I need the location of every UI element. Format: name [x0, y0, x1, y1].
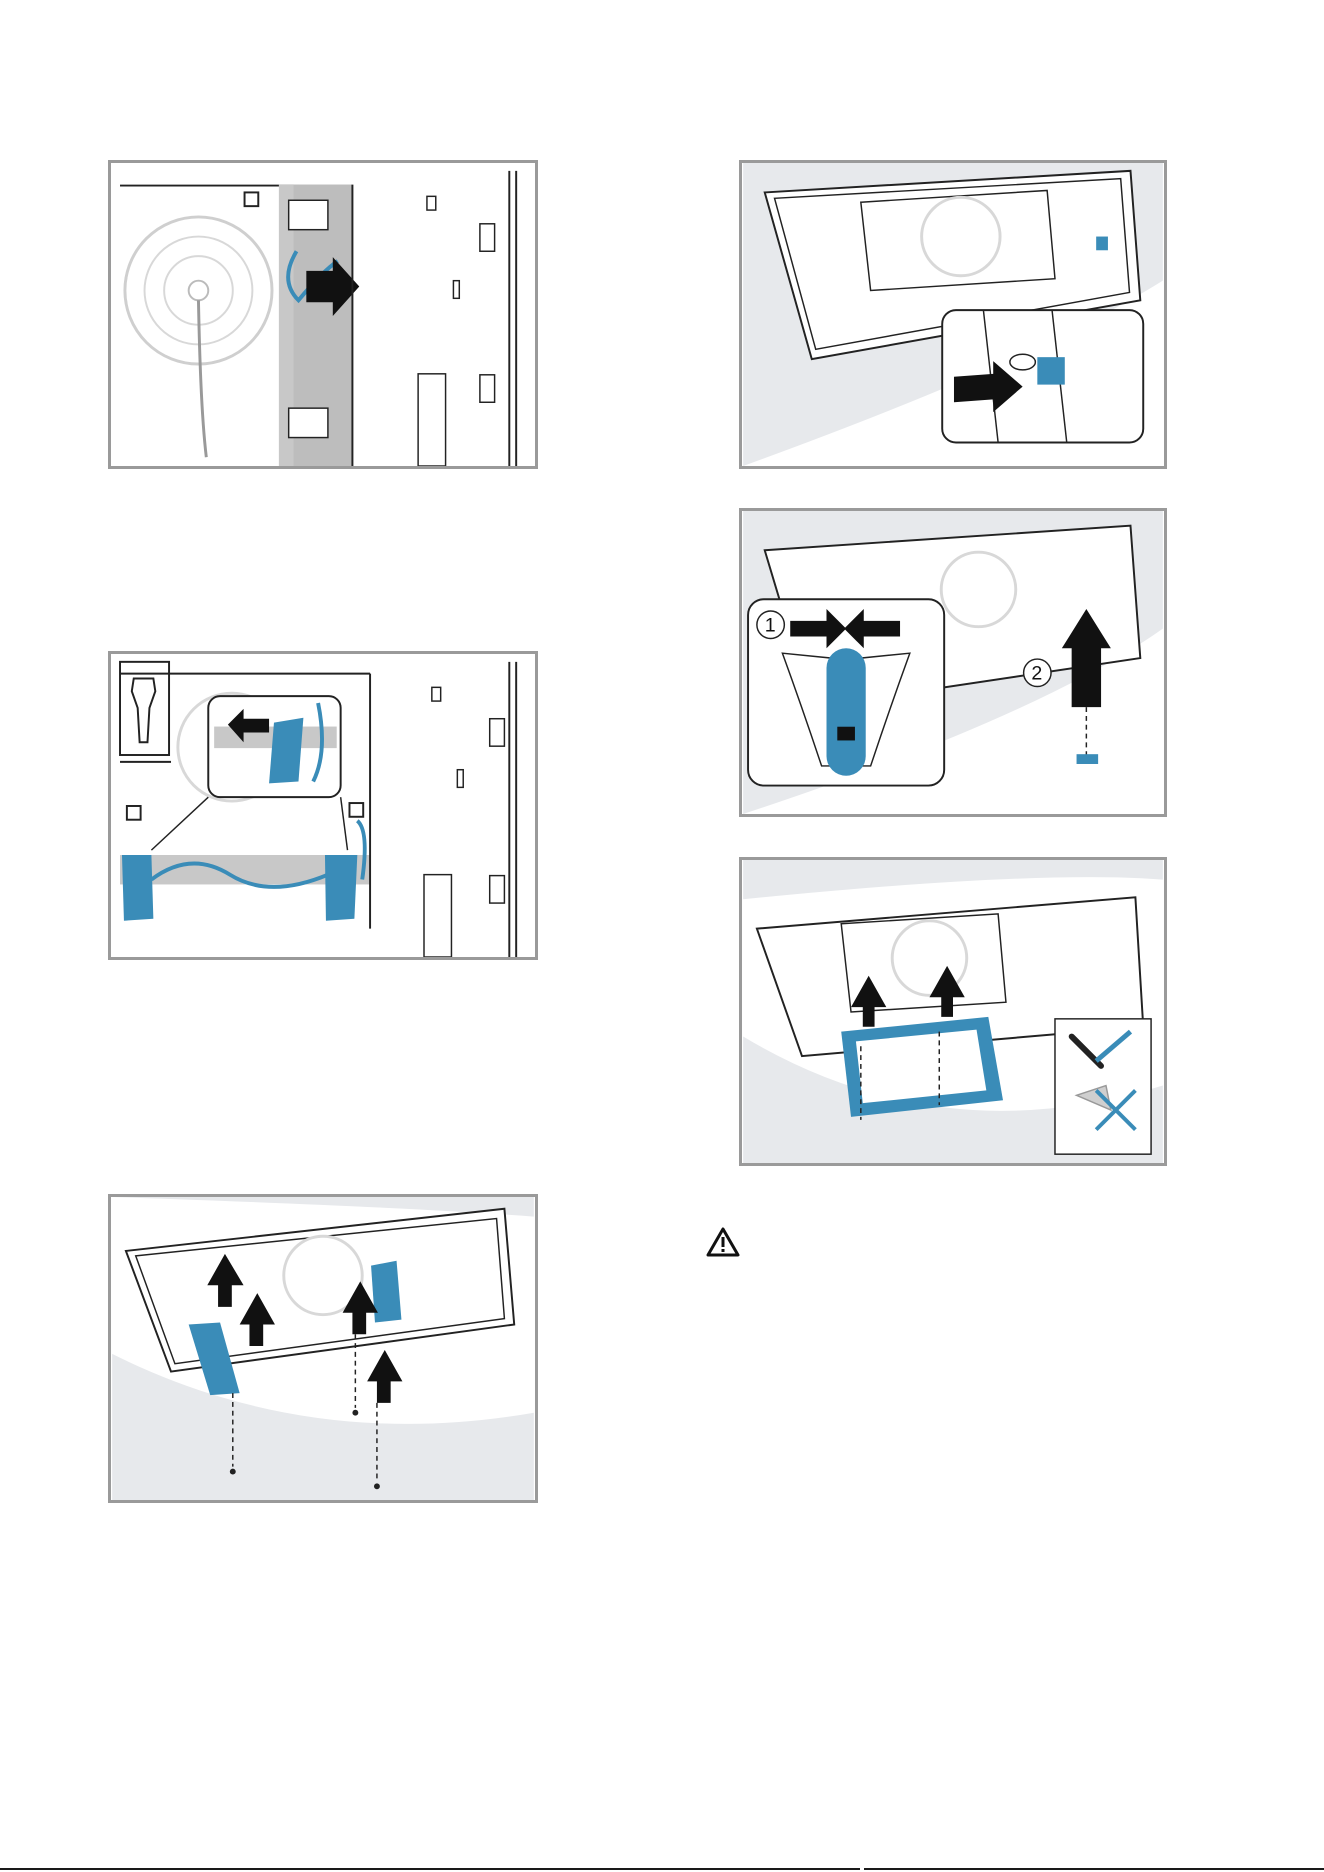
step-1-label: 1	[765, 615, 776, 637]
footer-rule	[0, 1868, 1324, 1870]
squeeze-clip-icon: 1 2	[742, 511, 1164, 814]
connector-icon	[742, 163, 1164, 466]
illustration-clip-release: 1 2	[739, 508, 1167, 817]
illustration-connector-plug	[739, 160, 1167, 469]
arrow-up-icon	[111, 1197, 535, 1500]
fan-icon	[111, 163, 535, 466]
step-2-label: 2	[1031, 663, 1042, 685]
frame-icon	[742, 860, 1164, 1163]
warning-triangle-icon	[706, 1227, 740, 1257]
illustration-bracket-mounting	[108, 1194, 538, 1503]
bracket-icon	[111, 654, 535, 957]
illustration-bracket-release	[108, 651, 538, 960]
illustration-frame-mounting	[739, 857, 1167, 1166]
illustration-cable-removal	[108, 160, 538, 469]
